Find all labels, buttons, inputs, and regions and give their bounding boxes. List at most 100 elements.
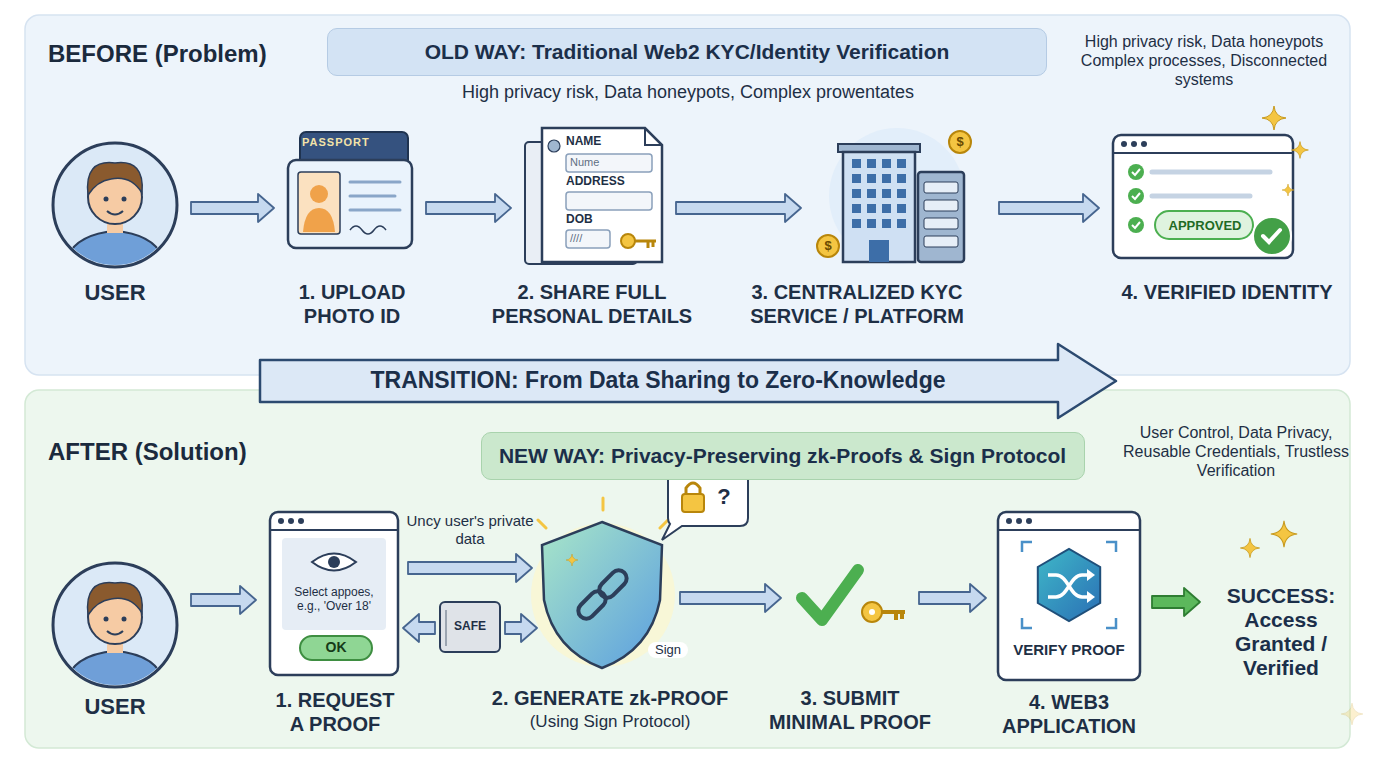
approved-window-icon: [1141, 141, 1147, 147]
approved-window-icon: [1282, 184, 1294, 196]
problem-note: High privacy risk, Data honeypots Comple…: [1058, 32, 1350, 90]
panel-heading: BEFORE (Problem): [48, 40, 308, 69]
building-icon: [924, 182, 958, 193]
minimal-proof-icon: [862, 602, 882, 622]
step-caption: 2. SHARE FULL PERSONAL DETAILS: [470, 280, 714, 328]
building-icon: [869, 240, 889, 262]
approved-window-icon: [1113, 152, 1293, 154]
photo-id-icon: [303, 208, 335, 232]
panel-heading: AFTER (Solution): [48, 438, 288, 467]
data-safe: SAFE: [440, 602, 500, 652]
user-icon: [53, 143, 177, 695]
building-icon: [843, 152, 915, 262]
approved-window-icon: [1128, 217, 1144, 233]
field-label: ADDRESS: [566, 174, 646, 188]
photo-id-icon: [350, 182, 400, 210]
step-caption: 3. SUBMIT MINIMAL PROOF: [760, 686, 940, 734]
request-window-icon: [312, 554, 356, 571]
button-text: OK: [300, 639, 372, 656]
minimal-proof-icon: [802, 570, 905, 622]
result-text: SUCCESS: Access Granted / Verified: [1218, 584, 1344, 681]
sparkle: [1240, 538, 1259, 557]
form-icon: [645, 128, 662, 145]
flow-arrow: [1152, 588, 1200, 616]
building-icon: [924, 236, 958, 247]
web3-window-icon: [1006, 518, 1012, 524]
approved-window-icon: [1131, 141, 1137, 147]
zk-shield-icon: [662, 470, 748, 540]
section-title: NEW WAY: Privacy-Preserving zk-Proofs & …: [482, 443, 1084, 468]
transition-text: TRANSITION: From Data Sharing to Zero-Kn…: [258, 367, 1058, 395]
edge-label: Uncy user's private data: [405, 512, 535, 548]
field-value: ////: [570, 232, 608, 245]
subtitle: High privacy risk, Data honeypots, Compl…: [388, 82, 988, 104]
photo-id-icon: [298, 172, 340, 234]
prompt-text: Select appoes, e.g., 'Over 18': [285, 585, 383, 614]
zk-shield-icon: [566, 554, 578, 566]
building-icon: [949, 131, 971, 153]
user-avatar: USER: [53, 563, 177, 687]
flow-arrow: [403, 614, 435, 642]
building-icon: [924, 200, 958, 211]
form-icon: [621, 234, 635, 248]
success-result: SUCCESS: Access Granted / Verified: [1212, 578, 1350, 687]
approved-window-icon: [1253, 217, 1291, 255]
safe-label: SAFE: [440, 619, 500, 633]
form-icon: [566, 192, 652, 210]
request-window-icon: [298, 518, 304, 524]
web3-window-icon: [1038, 549, 1100, 621]
step-subcaption: (Using Sign Protocol): [478, 712, 742, 732]
field-label: DOB: [566, 212, 646, 226]
request-window-icon: [270, 512, 398, 675]
minimal-proof-icon: [882, 612, 905, 620]
web3-window-icon: [1016, 518, 1022, 524]
request-window-icon: [282, 538, 386, 630]
request-window-icon: [270, 529, 398, 531]
building-icon: [829, 128, 965, 264]
step-caption: 4. WEB3 APPLICATION: [984, 690, 1154, 738]
web3-window-icon: [1087, 591, 1095, 603]
step-caption: 2. GENERATE zk-PROOF: [478, 686, 742, 710]
user-icon: [53, 563, 177, 695]
panel-background: [25, 15, 1350, 748]
safe-icon: [440, 602, 500, 652]
step-caption: 1. REQUEST A PROOF: [270, 688, 400, 736]
minimal-proof-icon: [802, 570, 858, 620]
form-icon: [566, 230, 610, 248]
photo-id-icon: [350, 226, 386, 234]
zk-shield-icon: [686, 483, 700, 494]
photo-id-card: PASSPORT1. UPLOAD PHOTO ID: [288, 132, 412, 248]
request-window-icon: [300, 636, 372, 660]
building-icon: [817, 128, 971, 264]
photo-id-icon: [288, 132, 412, 248]
question-mark: ?: [712, 484, 736, 510]
approved-window-icon: [1152, 172, 1270, 196]
window-label: VERIFY PROOF: [1004, 641, 1134, 659]
flow-arrow: [680, 584, 781, 612]
step-caption: USER: [40, 280, 190, 306]
coin-symbol: $: [820, 238, 836, 254]
benefit-note: User Control, Data Privacy, Reusable Cre…: [1120, 423, 1352, 481]
request-window-icon: [288, 518, 294, 524]
form-icon: [566, 154, 652, 172]
request-window-icon: [270, 512, 398, 675]
web3-window-icon: [1022, 542, 1116, 628]
proof-request-window: Select appoes, e.g., 'Over 18'OK1. REQUE…: [270, 512, 398, 675]
flow-arrow: [191, 194, 274, 222]
building-icon: [817, 235, 839, 257]
request-window-icon: [278, 518, 284, 524]
approved-window-icon: [1128, 188, 1144, 204]
zk-shield-icon: [542, 522, 662, 668]
status-badge-text: APPROVED: [1160, 218, 1250, 234]
building-icon: [924, 218, 958, 229]
flow-arrow: [426, 194, 511, 222]
step-caption: 4. VERIFIED IDENTITY: [1100, 280, 1354, 304]
request-window-icon: [328, 556, 340, 568]
panel-background: [25, 15, 1350, 375]
user-avatar: USER: [53, 143, 177, 267]
building-icon: [849, 156, 909, 231]
field-label: NAME: [566, 134, 646, 148]
web3-app-window: VERIFY PROOF4. WEB3 APPLICATION: [998, 512, 1140, 680]
zk-shield-icon: [682, 494, 704, 512]
